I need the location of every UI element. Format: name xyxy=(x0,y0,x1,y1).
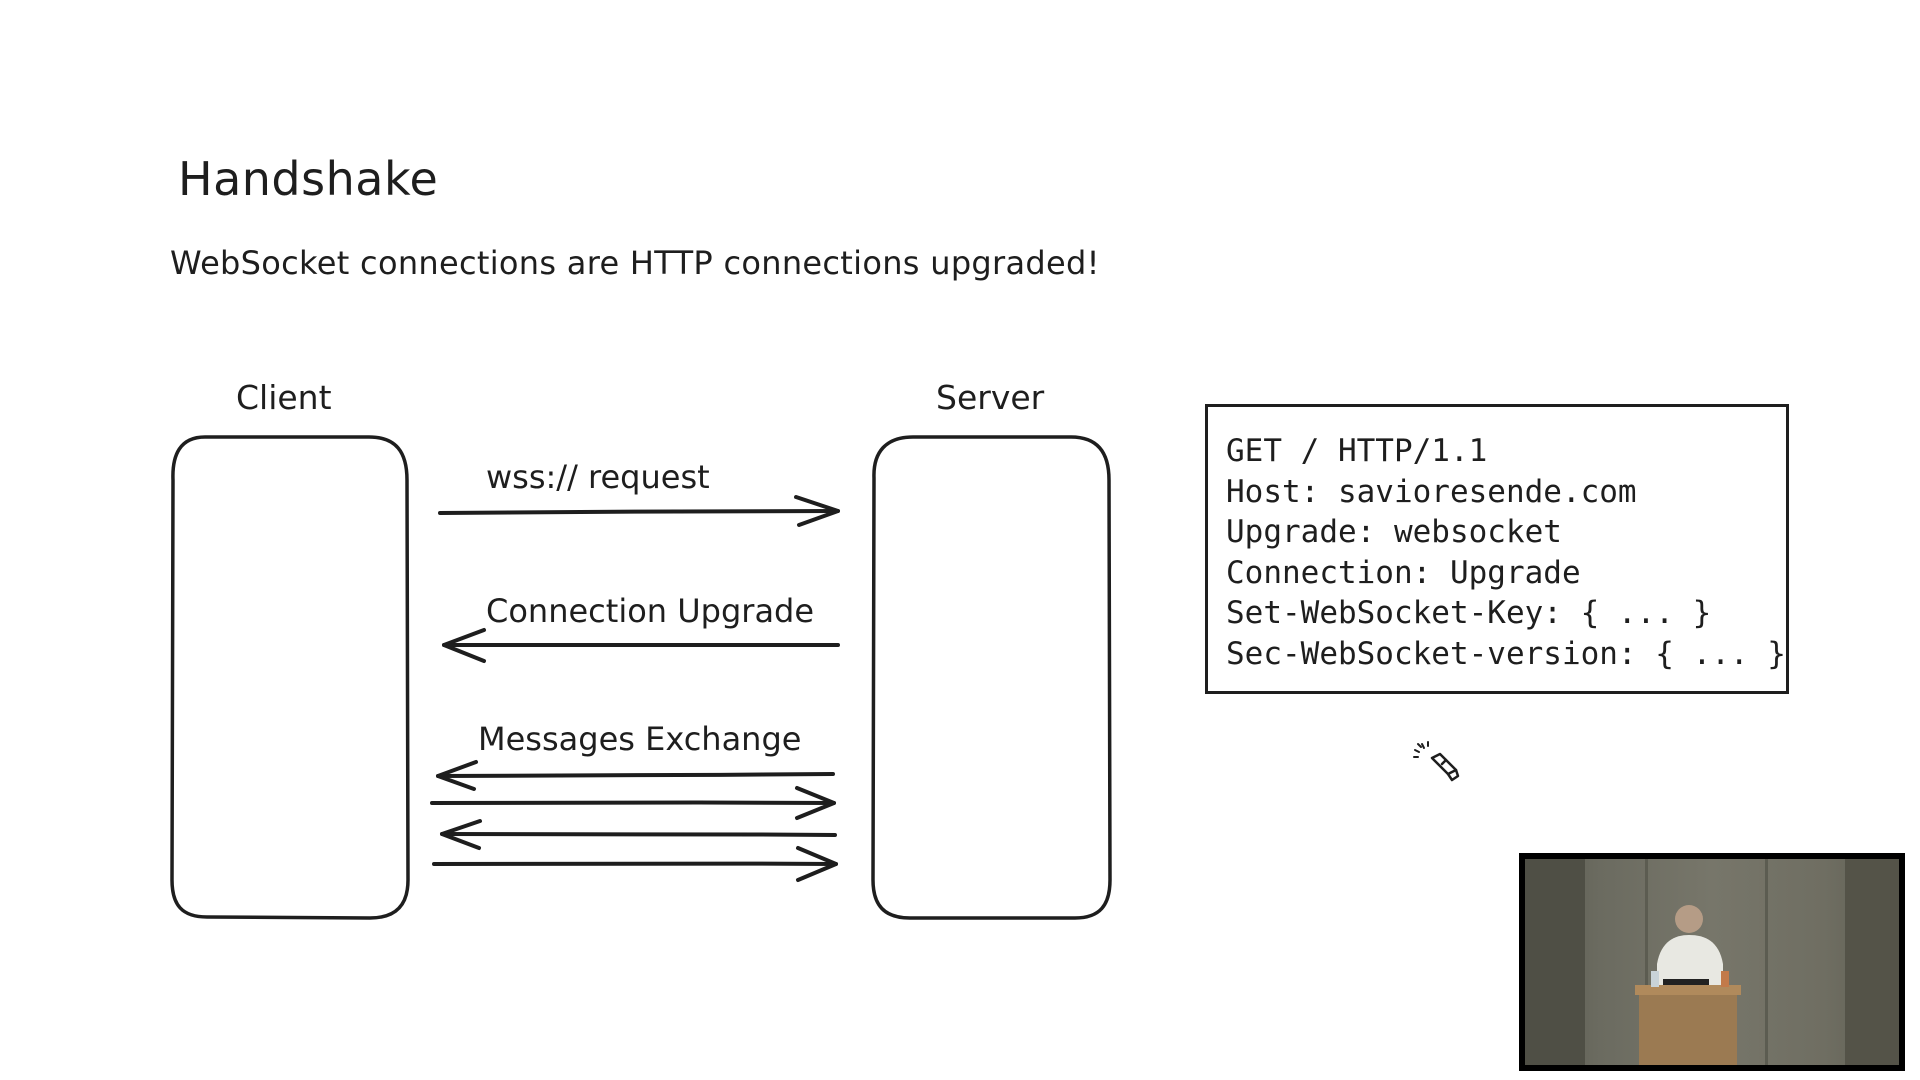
server-box xyxy=(871,435,1112,920)
message-arrowhead-right-2 xyxy=(796,846,838,882)
request-label: wss:// request xyxy=(486,458,710,496)
code-line-request: GET / HTTP/1.1 xyxy=(1226,433,1488,469)
server-label: Server xyxy=(936,378,1045,417)
upgrade-label: Connection Upgrade xyxy=(486,592,815,630)
code-line-upgrade: Upgrade: websocket xyxy=(1226,514,1562,550)
request-arrow xyxy=(438,509,840,515)
code-line-host: Host: savioresende.com xyxy=(1226,473,1637,510)
client-label: Client xyxy=(236,378,332,417)
message-arrowhead-left-1 xyxy=(436,760,478,791)
code-line-connection: Connection: Upgrade xyxy=(1226,554,1581,591)
message-arrowhead-left-2 xyxy=(440,819,482,850)
messages-label: Messages Exchange xyxy=(478,720,802,758)
speaker-video-feed xyxy=(1525,859,1899,1065)
message-arrow-left-1 xyxy=(436,772,835,778)
upgrade-arrowhead xyxy=(442,628,486,663)
slide-subtitle: WebSocket connections are HTTP connectio… xyxy=(170,244,1100,282)
laser-pointer-icon xyxy=(1413,741,1460,782)
message-arrowhead-right-1 xyxy=(795,786,836,820)
code-line-key: Set-WebSocket-Key: { ... } xyxy=(1226,595,1712,631)
client-box xyxy=(170,435,410,920)
slide-title: Handshake xyxy=(178,152,439,206)
speaker-video xyxy=(1519,853,1905,1071)
http-request-box: GET / HTTP/1.1 Host: savioresende.com Up… xyxy=(1205,404,1789,694)
message-arrow-left-2 xyxy=(440,832,837,837)
request-arrowhead xyxy=(794,495,840,527)
code-line-version: Sec-WebSocket-version: { ... } xyxy=(1226,635,1786,672)
